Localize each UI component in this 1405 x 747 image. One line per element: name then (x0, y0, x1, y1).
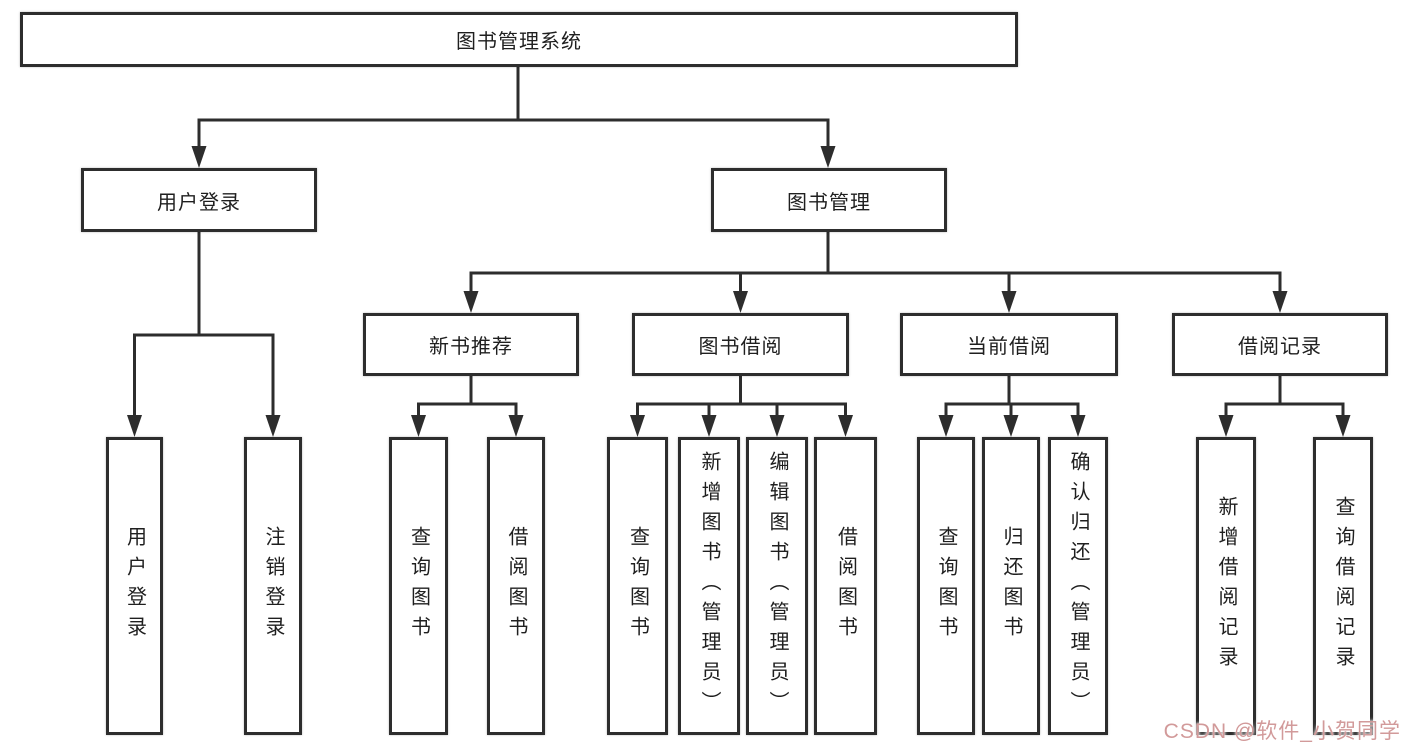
node-label: 查询图书 (626, 526, 649, 646)
node-label: 查询借阅记录 (1332, 496, 1354, 676)
node-borrowing-records: 借阅记录 (1172, 313, 1388, 376)
node-label: 用户登录 (157, 191, 241, 214)
leaf-add-borrow-record: 新增借阅记录 (1196, 437, 1256, 735)
leaf-query-books-recommend: 查询图书 (389, 437, 448, 735)
node-label: 注销登录 (262, 526, 284, 646)
node-library-management-system: 图书管理系统 (20, 12, 1018, 67)
node-label: 借阅记录 (1238, 336, 1322, 358)
leaf-user-login: 用户登录 (106, 437, 163, 735)
leaf-return-books: 归还图书 (982, 437, 1040, 735)
node-label: 图书管理 (787, 191, 871, 214)
leaf-borrow-books: 借阅图书 (814, 437, 877, 735)
node-label: 借阅图书 (834, 526, 857, 646)
node-label: 新增图书（管理员） (698, 451, 720, 721)
node-label: 用户登录 (123, 526, 146, 646)
leaf-query-books-borrow: 查询图书 (607, 437, 668, 735)
node-new-book-recommendation: 新书推荐 (363, 313, 579, 376)
node-label: 编辑图书（管理员） (766, 451, 788, 721)
node-label: 查询图书 (935, 526, 957, 646)
node-label: 新书推荐 (429, 336, 513, 358)
leaf-query-borrow-record: 查询借阅记录 (1313, 437, 1373, 735)
arrowheads (127, 146, 1351, 437)
node-label: 新增借阅记录 (1215, 496, 1237, 676)
node-label: 图书管理系统 (456, 31, 582, 53)
node-current-borrowing: 当前借阅 (900, 313, 1118, 376)
leaf-logout: 注销登录 (244, 437, 302, 735)
node-label: 借阅图书 (505, 526, 527, 646)
node-book-management-branch: 图书管理 (711, 168, 947, 232)
node-label: 当前借阅 (967, 336, 1051, 358)
leaf-borrow-books-recommend: 借阅图书 (487, 437, 545, 735)
node-label: 归还图书 (1000, 526, 1022, 646)
node-label: 确认归还（管理员） (1067, 451, 1089, 721)
node-book-borrowing: 图书借阅 (632, 313, 849, 376)
node-label: 查询图书 (407, 526, 430, 646)
leaf-add-books-admin: 新增图书（管理员） (678, 437, 740, 735)
csdn-watermark: CSDN @软件_小贺同学 (1163, 720, 1401, 743)
leaf-confirm-return-admin: 确认归还（管理员） (1048, 437, 1108, 735)
node-label: 图书借阅 (698, 336, 783, 358)
leaf-query-books-current: 查询图书 (917, 437, 975, 735)
leaf-edit-books-admin: 编辑图书（管理员） (746, 437, 808, 735)
node-user-login-branch: 用户登录 (81, 168, 317, 232)
